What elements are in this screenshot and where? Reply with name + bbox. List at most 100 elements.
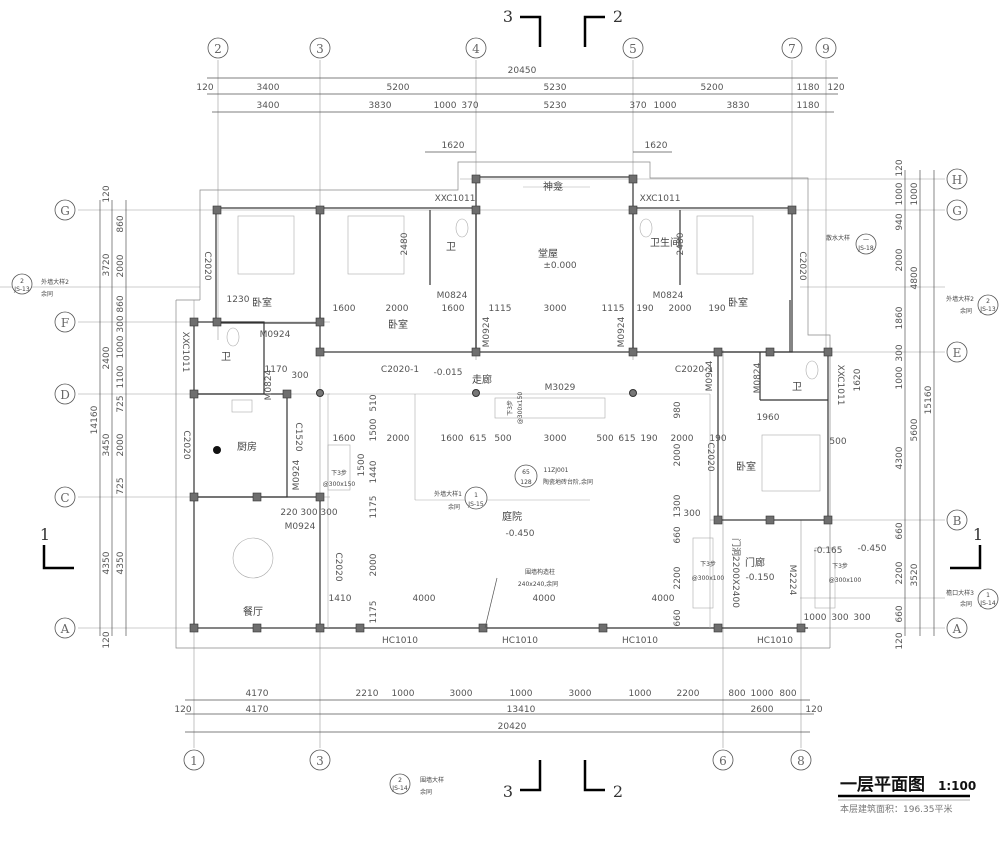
opening-labels: XXC1011 XXC1011 C2020 M0824 M0824 M0924 … — [180, 194, 845, 646]
window-label: HC1010 — [382, 636, 418, 646]
elevation-label: ±0.000 — [543, 261, 577, 271]
dimension-label: 300 — [300, 508, 317, 518]
annotations: 下3步 @300x150 下3步 @300x150 下3步 @300x100 下… — [11, 233, 999, 796]
annotation-text: 檐口大样3 — [946, 589, 974, 597]
furniture — [213, 215, 821, 579]
annotation-text: 128 — [520, 479, 532, 486]
annotation-text: 3 — [503, 782, 513, 801]
dimension-label: 190 — [708, 304, 725, 314]
annotation-text: 2 — [20, 278, 24, 285]
area-note: 本层建筑面积：196.35平米 — [840, 803, 953, 815]
door-label: M0924 — [292, 459, 302, 490]
annotation-text: 3 — [503, 7, 513, 26]
door-label: M0924 — [617, 316, 627, 347]
dimension-label: 2210 — [356, 689, 379, 699]
dimension-label: 3720 — [102, 253, 112, 276]
dimension-label: 2480 — [400, 232, 410, 255]
annotation-text: 1 — [986, 592, 990, 599]
dimension-label: 1440 — [369, 460, 379, 483]
section-marks: 3 2 3 2 1 1 — [40, 7, 983, 801]
dimension-label: 860 — [116, 295, 126, 312]
door-label: M0924 — [705, 360, 715, 391]
annotation-text: 1 — [474, 492, 478, 499]
window-label: HC1010 — [757, 636, 793, 646]
dimension-label: 1100 — [116, 365, 126, 388]
walls — [193, 176, 836, 629]
dims-top: 20450 120 3400 5200 5230 5200 1180 120 3… — [196, 66, 844, 151]
dimension-label: 1180 — [797, 101, 820, 111]
dimension-label: 2480 — [676, 232, 686, 255]
toilet-icon — [639, 218, 653, 238]
axis-label: C — [60, 491, 69, 505]
dimension-label: 3000 — [569, 689, 592, 699]
dimension-label: 300 — [683, 509, 700, 519]
dimension-lines — [99, 77, 935, 733]
dimension-label: 1620 — [853, 368, 863, 391]
dimension-label: 1600 — [333, 434, 356, 444]
bed-icon — [237, 215, 295, 275]
dimension-label: 2200 — [895, 561, 905, 584]
axis-label: 3 — [316, 754, 324, 768]
axis-label: 9 — [822, 42, 830, 56]
dimension-label: 120 — [805, 705, 822, 715]
annotation-text: 11ZJ001 — [544, 467, 569, 474]
elevation-label: -0.165 — [813, 546, 842, 556]
axis-label: 6 — [719, 754, 727, 768]
dimension-label: 1230 — [227, 295, 250, 305]
dimension-label: 20420 — [498, 722, 527, 732]
dimension-label: 3000 — [450, 689, 473, 699]
dimension-label: 120 — [196, 83, 213, 93]
room-label: 庭院 — [502, 510, 522, 523]
dimension-label: 13410 — [507, 705, 536, 715]
dimension-label: 4350 — [116, 551, 126, 574]
dimension-label: 4170 — [246, 689, 269, 699]
axis-label: 1 — [190, 754, 198, 768]
dimension-label: 800 — [728, 689, 745, 699]
dimension-label: 120 — [827, 83, 844, 93]
dimension-label: 1000 — [434, 101, 457, 111]
annotation-text: 外墙大样1 — [434, 490, 462, 498]
window-label: C1520 — [293, 422, 303, 451]
room-label: 卫 — [446, 242, 456, 253]
window-label: XXC1011 — [435, 194, 476, 204]
dimension-label: 4800 — [910, 266, 920, 289]
dimension-label: 1180 — [797, 83, 820, 93]
door-label: M0824 — [653, 291, 684, 301]
dimension-label: 2000 — [369, 553, 379, 576]
dimension-label: 120 — [102, 185, 112, 202]
dimension-label: 660 — [895, 605, 905, 622]
annotation-text: 围墙大样 — [420, 776, 444, 784]
axis-label: 4 — [472, 42, 480, 56]
toilet-icon — [226, 327, 240, 347]
step-note: 下3步 — [331, 469, 347, 477]
dimension-label: 660 — [673, 609, 683, 626]
annotation-text: JS-14 — [979, 600, 996, 607]
dimension-label: 300 — [831, 613, 848, 623]
dimension-label: 15160 — [924, 385, 934, 414]
dimension-label: 1620 — [645, 141, 668, 151]
axis-label: F — [61, 316, 69, 330]
room-label: 卧室 — [736, 460, 756, 473]
axis-label: A — [952, 622, 962, 636]
dimension-label: 370 — [461, 101, 478, 111]
dimension-label: 3830 — [727, 101, 750, 111]
annotation-text: 余同 — [41, 290, 53, 298]
dimension-label: 300 — [320, 508, 337, 518]
elevation-label: -0.450 — [857, 544, 886, 554]
dimension-label: 4000 — [533, 594, 556, 604]
dimension-label: 1115 — [602, 304, 625, 314]
dimension-label: 660 — [673, 526, 683, 543]
annotation-text: JS-15 — [467, 501, 484, 508]
bed-icon — [347, 215, 405, 275]
drawing-scale: 1:100 — [938, 779, 976, 793]
axis-label: 3 — [316, 42, 324, 56]
dimension-label: 510 — [369, 394, 379, 411]
sink-icon — [213, 446, 221, 454]
step-note: @300x100 — [829, 577, 862, 584]
dimension-label: 4170 — [246, 705, 269, 715]
dimension-label: 190 — [709, 434, 726, 444]
axis-bubbles-bottom: 1 3 6 8 — [183, 749, 812, 771]
axis-label: H — [952, 173, 962, 187]
dims-left: 14160 120 3720 2400 3450 4350 120 860 20… — [90, 185, 126, 648]
